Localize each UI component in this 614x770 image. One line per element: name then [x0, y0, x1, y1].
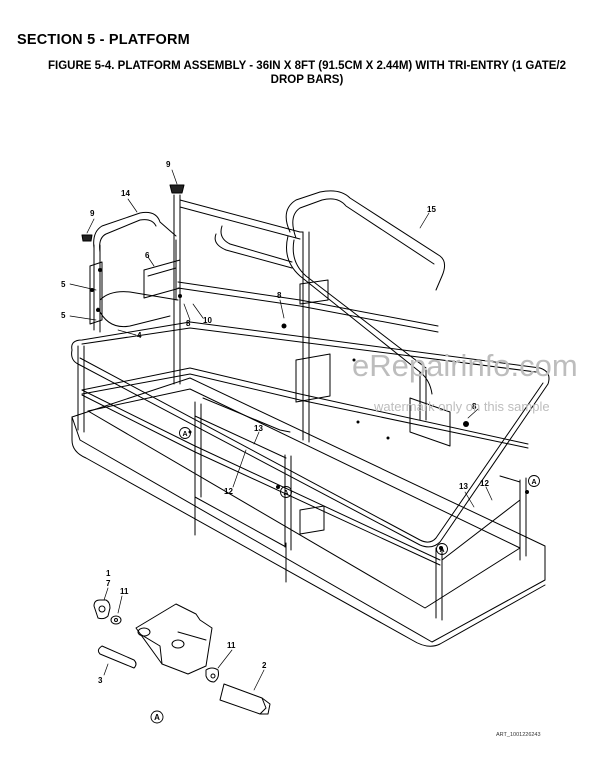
figure-title-line-1: FIGURE 5-4. PLATFORM ASSEMBLY - 36IN X 8…	[48, 60, 566, 72]
post-caps	[81, 184, 185, 242]
brackets	[89, 259, 451, 535]
callout-6: 6	[145, 251, 150, 260]
watermark-main: eRepairinfo.com	[352, 348, 578, 383]
detail-a-label-4: A	[439, 547, 444, 554]
detail-a-label-1: A	[182, 431, 187, 438]
top-rails	[71, 190, 550, 548]
callout-12-right: 12	[480, 479, 489, 488]
callout-9-top: 9	[166, 160, 171, 169]
callout-5-lower: 5	[61, 311, 66, 320]
figure-title: FIGURE 5-4. PLATFORM ASSEMBLY - 36IN X 8…	[20, 59, 594, 87]
railing-posts	[77, 194, 527, 621]
leader-lines	[69, 169, 493, 691]
callout-3: 3	[98, 676, 103, 685]
drop-bars	[214, 225, 521, 561]
callout-9-left: 9	[90, 209, 95, 218]
section-title: SECTION 5 - PLATFORM	[17, 32, 190, 48]
callout-8-left: 8	[186, 319, 191, 328]
callout-1: 1	[106, 569, 111, 578]
callout-11-right: 11	[227, 641, 236, 650]
callout-13-right: 13	[459, 482, 468, 491]
callout-2: 2	[262, 661, 267, 670]
callout-8-mid: 8	[277, 291, 282, 300]
detail-a-label-5: A	[154, 713, 160, 722]
figure-title-line-2: DROP BARS)	[270, 74, 344, 86]
detail-a-label-3: A	[531, 479, 536, 486]
callout-5-upper: 5	[61, 280, 66, 289]
detail-a-parts	[93, 599, 271, 715]
detail-a-label-2: A	[283, 490, 288, 497]
callout-10: 10	[203, 316, 212, 325]
callout-13-left: 13	[254, 424, 263, 433]
callout-12-left: 12	[224, 487, 233, 496]
mid-rails	[81, 281, 529, 566]
watermark-sub: watermark only on this sample	[374, 399, 550, 414]
callout-15: 15	[427, 205, 436, 214]
callout-11-left: 11	[120, 587, 129, 596]
detail-a-labels: A A A A A	[154, 431, 536, 722]
detail-a-circles	[150, 427, 540, 724]
callout-7: 7	[106, 579, 111, 588]
art-code: ART_1001226243	[496, 732, 541, 738]
callout-14: 14	[121, 189, 130, 198]
platform-floor-tub	[71, 377, 546, 647]
callout-4: 4	[137, 331, 142, 340]
callout-8-right: 8	[472, 402, 477, 411]
callout-numbers: 9 9 14 15 6 5 5 4 8 10 8 8 13 12 13 12 1…	[61, 160, 489, 685]
